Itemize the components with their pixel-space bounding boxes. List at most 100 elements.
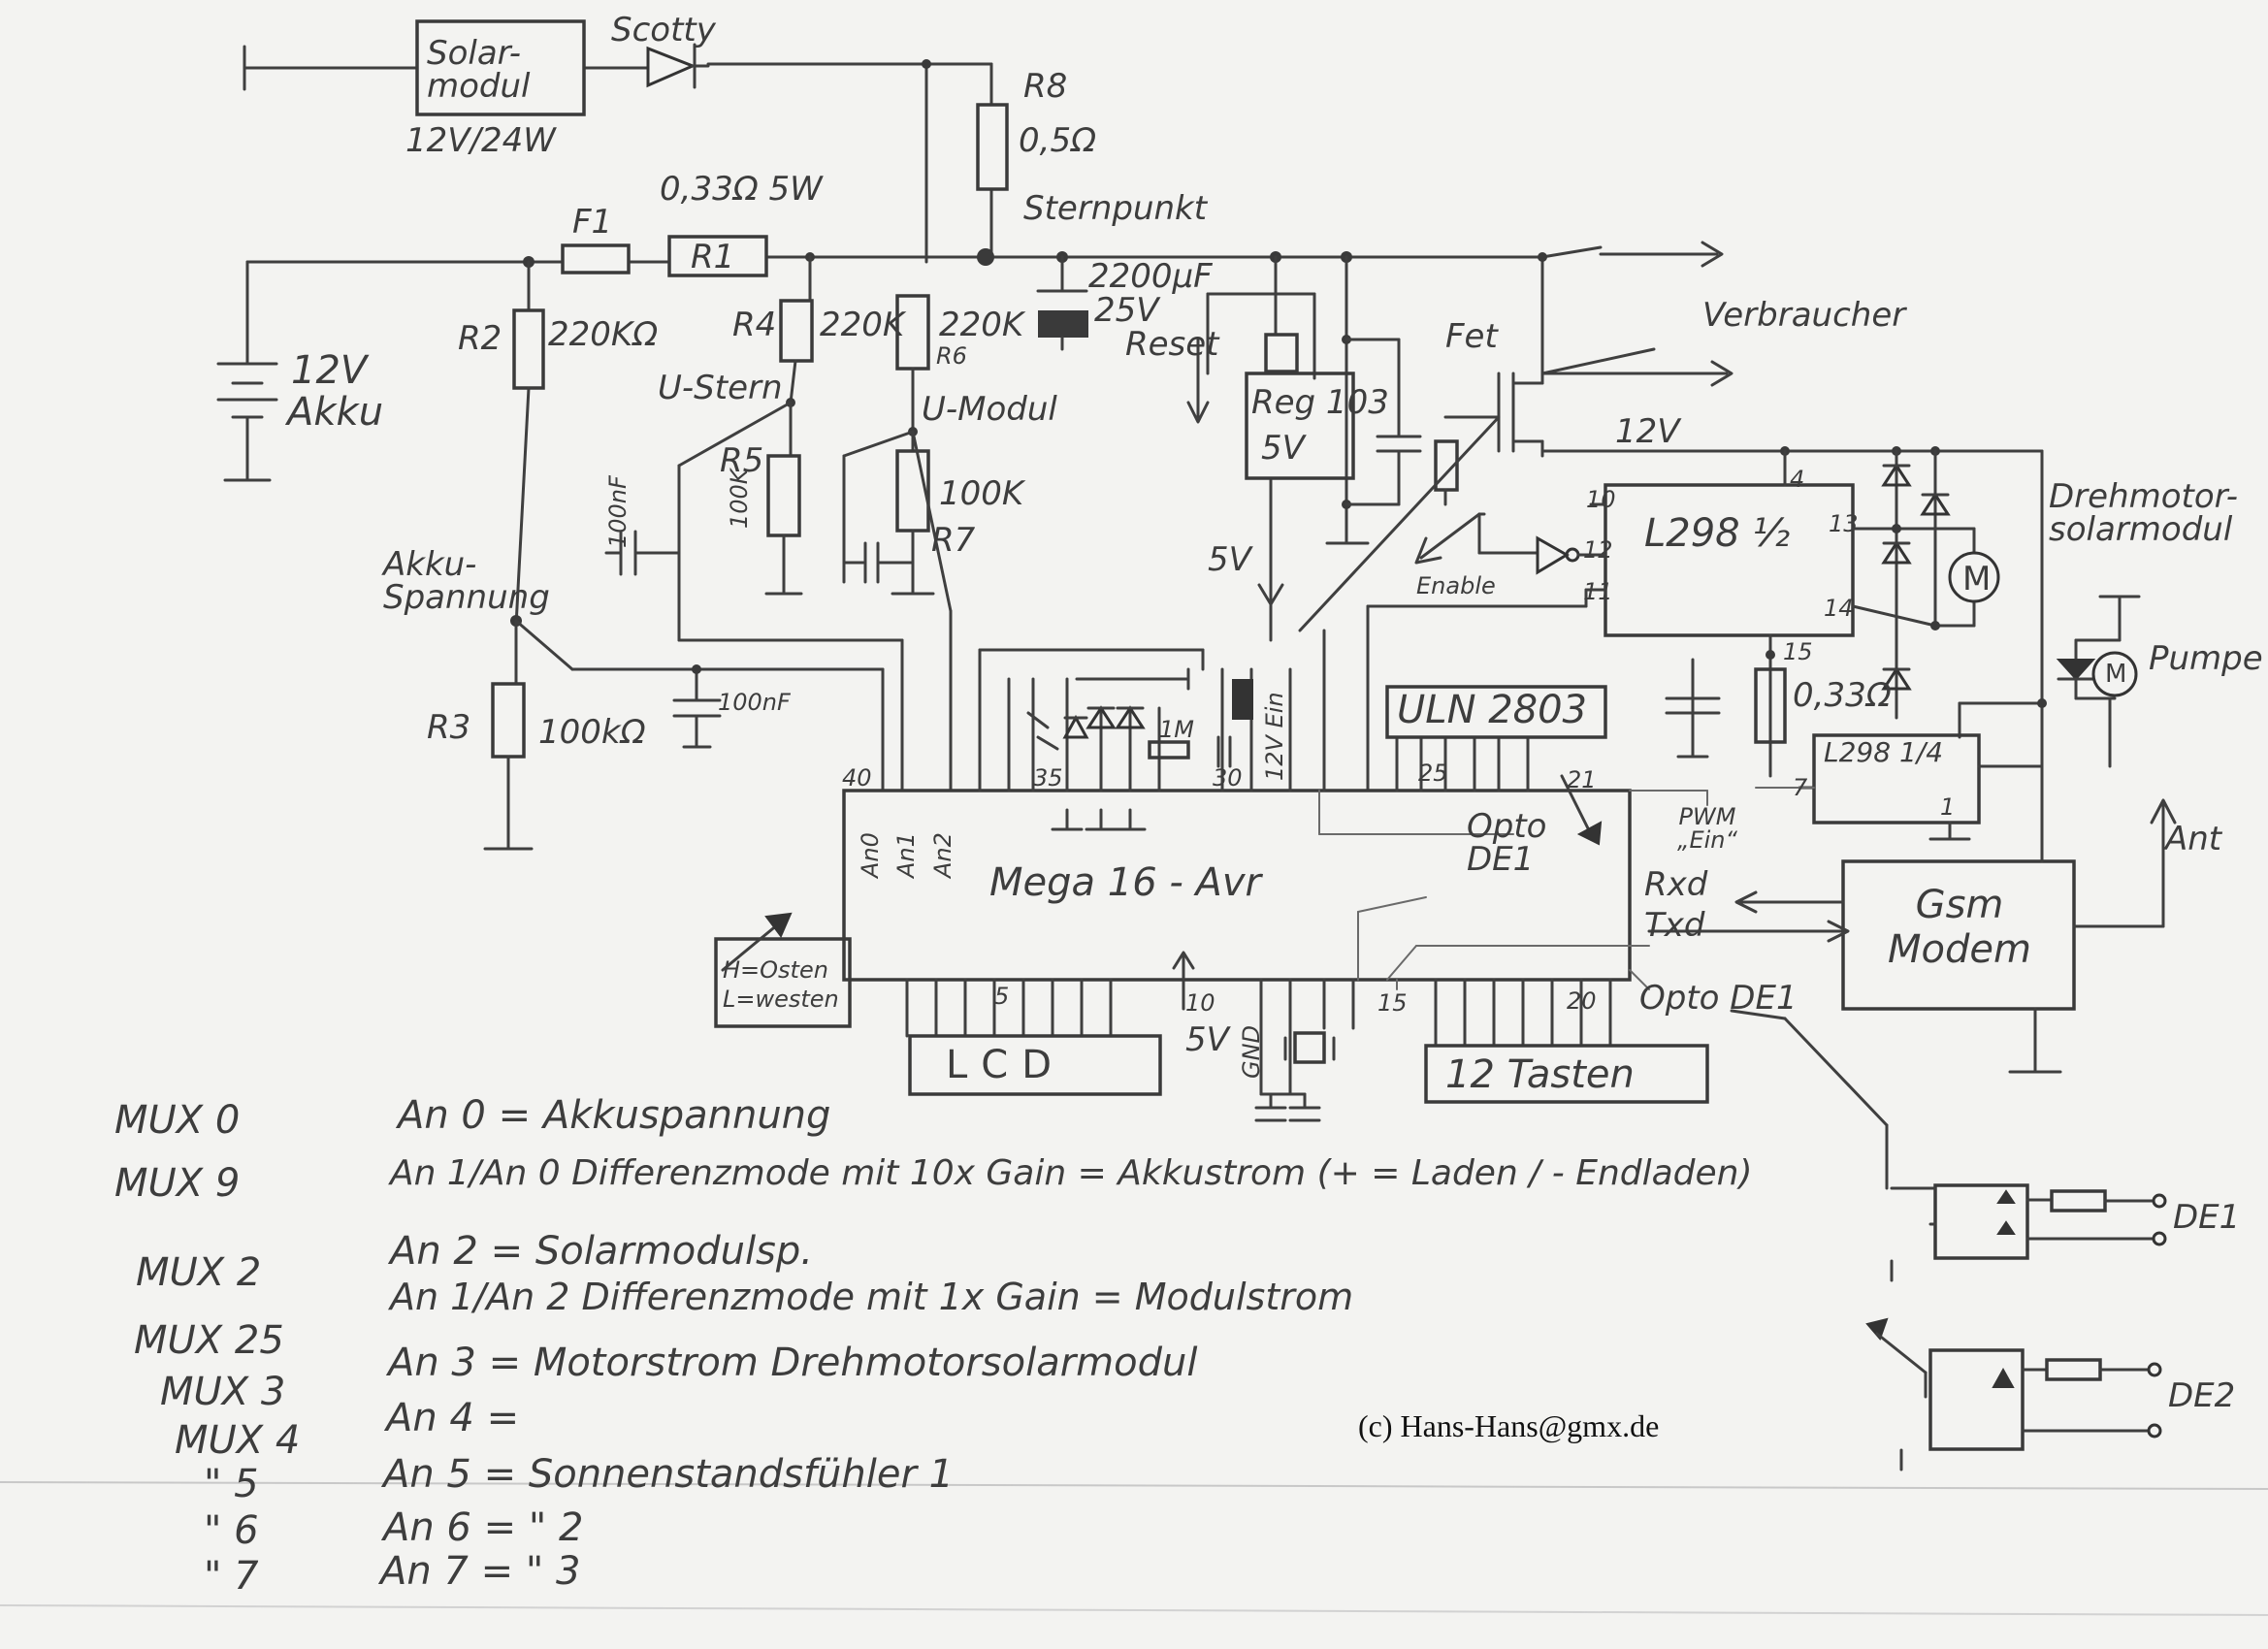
- label-solar-module: Solar-modul: [427, 34, 531, 106]
- label-opto-de1-a: Opto DE1: [1467, 807, 1547, 879]
- led-diodes: [1026, 667, 1190, 831]
- drehmotor-motor: [1948, 551, 2000, 603]
- label-reg-volt: 5V: [1261, 429, 1305, 468]
- mux-row-2-mux: MUX 2: [136, 1250, 262, 1295]
- mux-row-5-desc: An 4 =: [386, 1396, 520, 1440]
- label-r-033: 0,33Ω: [1793, 676, 1892, 715]
- label-r5-value: 100K: [726, 469, 753, 529]
- label-pin-15: 15: [1783, 638, 1813, 665]
- label-u-stern: U-Stern: [658, 369, 783, 407]
- label-verbraucher: Verbraucher: [1702, 296, 1906, 335]
- battery: [216, 260, 278, 482]
- label-cap-big: 2200µF: [1088, 257, 1213, 296]
- label-battery-name: Akku: [287, 390, 384, 435]
- label-h-l: H=Osten L=westen: [723, 956, 839, 1013]
- label-enable: Enable: [1416, 572, 1496, 599]
- fet-transistor: [1298, 372, 2044, 700]
- label-five-v-b: 5V: [1185, 1020, 1229, 1059]
- tasten-box: [1424, 1044, 1709, 1104]
- main-bus: [245, 245, 1603, 385]
- label-pin-15b: 15: [1377, 989, 1408, 1017]
- regulator-box: [1245, 372, 1355, 480]
- l298-bottom-box: [1812, 733, 1981, 824]
- l298-top-box: [1604, 483, 1855, 637]
- label-ant: Ant: [2165, 820, 2222, 858]
- mux-row-6-desc: An 5 = Sonnenstandsfühler 1: [383, 1452, 955, 1497]
- label-pin-4: 4: [1790, 466, 1805, 493]
- mux-row-7-mux: " 6: [204, 1508, 259, 1553]
- label-battery-volt: 12V: [291, 348, 368, 393]
- label-r1-value: 0,33Ω 5W: [660, 170, 823, 209]
- pump-motor: [2091, 651, 2138, 697]
- label-rxd: Rxd: [1644, 865, 1708, 904]
- label-pumpe: Pumpe: [2149, 639, 2263, 678]
- r8-resistor: [976, 103, 1009, 191]
- label-mcu: Mega 16 - Avr: [989, 860, 1261, 905]
- label-r7-value: 100K: [939, 474, 1024, 513]
- uln2803-box: [1385, 685, 1607, 739]
- label-r2-name: R2: [458, 319, 502, 358]
- mux-row-3-desc: An 1/An 2 Differenzmode mit 1x Gain = Mo…: [390, 1276, 1354, 1318]
- label-de1: DE1: [2173, 1198, 2241, 1237]
- label-reg-name: Reg 103: [1251, 383, 1389, 422]
- label-schottky: Scotty: [611, 11, 716, 49]
- label-pin-10: 10: [1586, 486, 1616, 513]
- r6-r7-divider: [842, 294, 953, 792]
- label-txd: Txd: [1644, 906, 1705, 945]
- mux-row-1-desc: An 1/An 0 Differenzmode mit 10x Gain = A…: [390, 1153, 1753, 1193]
- label-r5-name: R5: [720, 441, 764, 480]
- label-sternpunkt: Sternpunkt: [1023, 189, 1208, 228]
- label-pwm-ein: PWM „Ein“: [1677, 803, 1737, 854]
- mux-row-1-mux: MUX 9: [114, 1161, 241, 1206]
- mux-row-2-desc: An 2 = Solarmodulsp.: [390, 1229, 813, 1274]
- motor-diode-bridge: [1881, 449, 1976, 720]
- label-de2: DE2: [2168, 1376, 2236, 1415]
- mux-row-8-desc: An 7 = " 3: [380, 1549, 581, 1594]
- label-drehmotor: Drehmotor-solarmodul: [2049, 477, 2239, 549]
- label-pin-11: 11: [1583, 578, 1613, 605]
- label-an0: An0: [857, 832, 884, 878]
- mux-row-6-mux: " 5: [204, 1462, 259, 1506]
- load-switches: [1540, 241, 1733, 387]
- label-an2: An2: [929, 832, 956, 878]
- label-pin-14: 14: [1824, 595, 1854, 622]
- cap-2200uf: [1036, 255, 1088, 351]
- label-pin-20: 20: [1567, 987, 1597, 1015]
- label-r7-name: R7: [931, 521, 976, 560]
- opto-de-wires: [1629, 969, 1889, 1190]
- label-pin-5: 5: [994, 983, 1010, 1010]
- mux-row-0-mux: MUX 0: [114, 1098, 241, 1143]
- label-u-modul: U-Modul: [922, 390, 1057, 429]
- label-twelve-v: 12V: [1615, 412, 1680, 451]
- lcd-box: [908, 1034, 1162, 1096]
- label-r4-name: R4: [732, 306, 777, 344]
- label-r1-name: R1: [691, 238, 735, 276]
- label-an1: An1: [892, 832, 920, 878]
- regulator-wires: [1186, 255, 1422, 642]
- label-l298-top: L298 ½: [1644, 511, 1791, 556]
- label-tasten: 12 Tasten: [1445, 1052, 1635, 1097]
- label-r3-value: 100kΩ: [538, 713, 646, 752]
- mux-row-5-mux: MUX 4: [175, 1418, 301, 1463]
- label-r6-name: R6: [936, 342, 967, 370]
- mcu-top-pins: [978, 629, 1530, 792]
- r1-resistor: [667, 235, 768, 277]
- label-cap-100nf-b: 100nF: [718, 689, 791, 716]
- r2-r3-divider: [483, 260, 885, 851]
- label-pin-35: 35: [1033, 764, 1063, 792]
- solar-input-wires: [243, 45, 993, 264]
- label-reset: Reset: [1125, 325, 1219, 364]
- label-pin-13: 13: [1829, 510, 1859, 537]
- label-r6-value: 220K: [939, 306, 1024, 344]
- opto-arrow: [1318, 774, 1708, 846]
- mux-row-4-desc: An 3 = Motorstrom Drehmotorsolarmodul: [388, 1341, 1198, 1385]
- label-r3-name: R3: [427, 708, 471, 747]
- label-motor-m: M: [1962, 560, 1992, 598]
- label-r2-value: 220KΩ: [548, 315, 659, 354]
- label-gnd: GND: [1238, 1024, 1265, 1079]
- label-pin-10b: 10: [1185, 989, 1215, 1017]
- label-lcd: LCD: [946, 1043, 1066, 1087]
- label-l298b-pin-1: 1: [1940, 793, 1956, 821]
- opto-coupler-de2: [1865, 1317, 2162, 1471]
